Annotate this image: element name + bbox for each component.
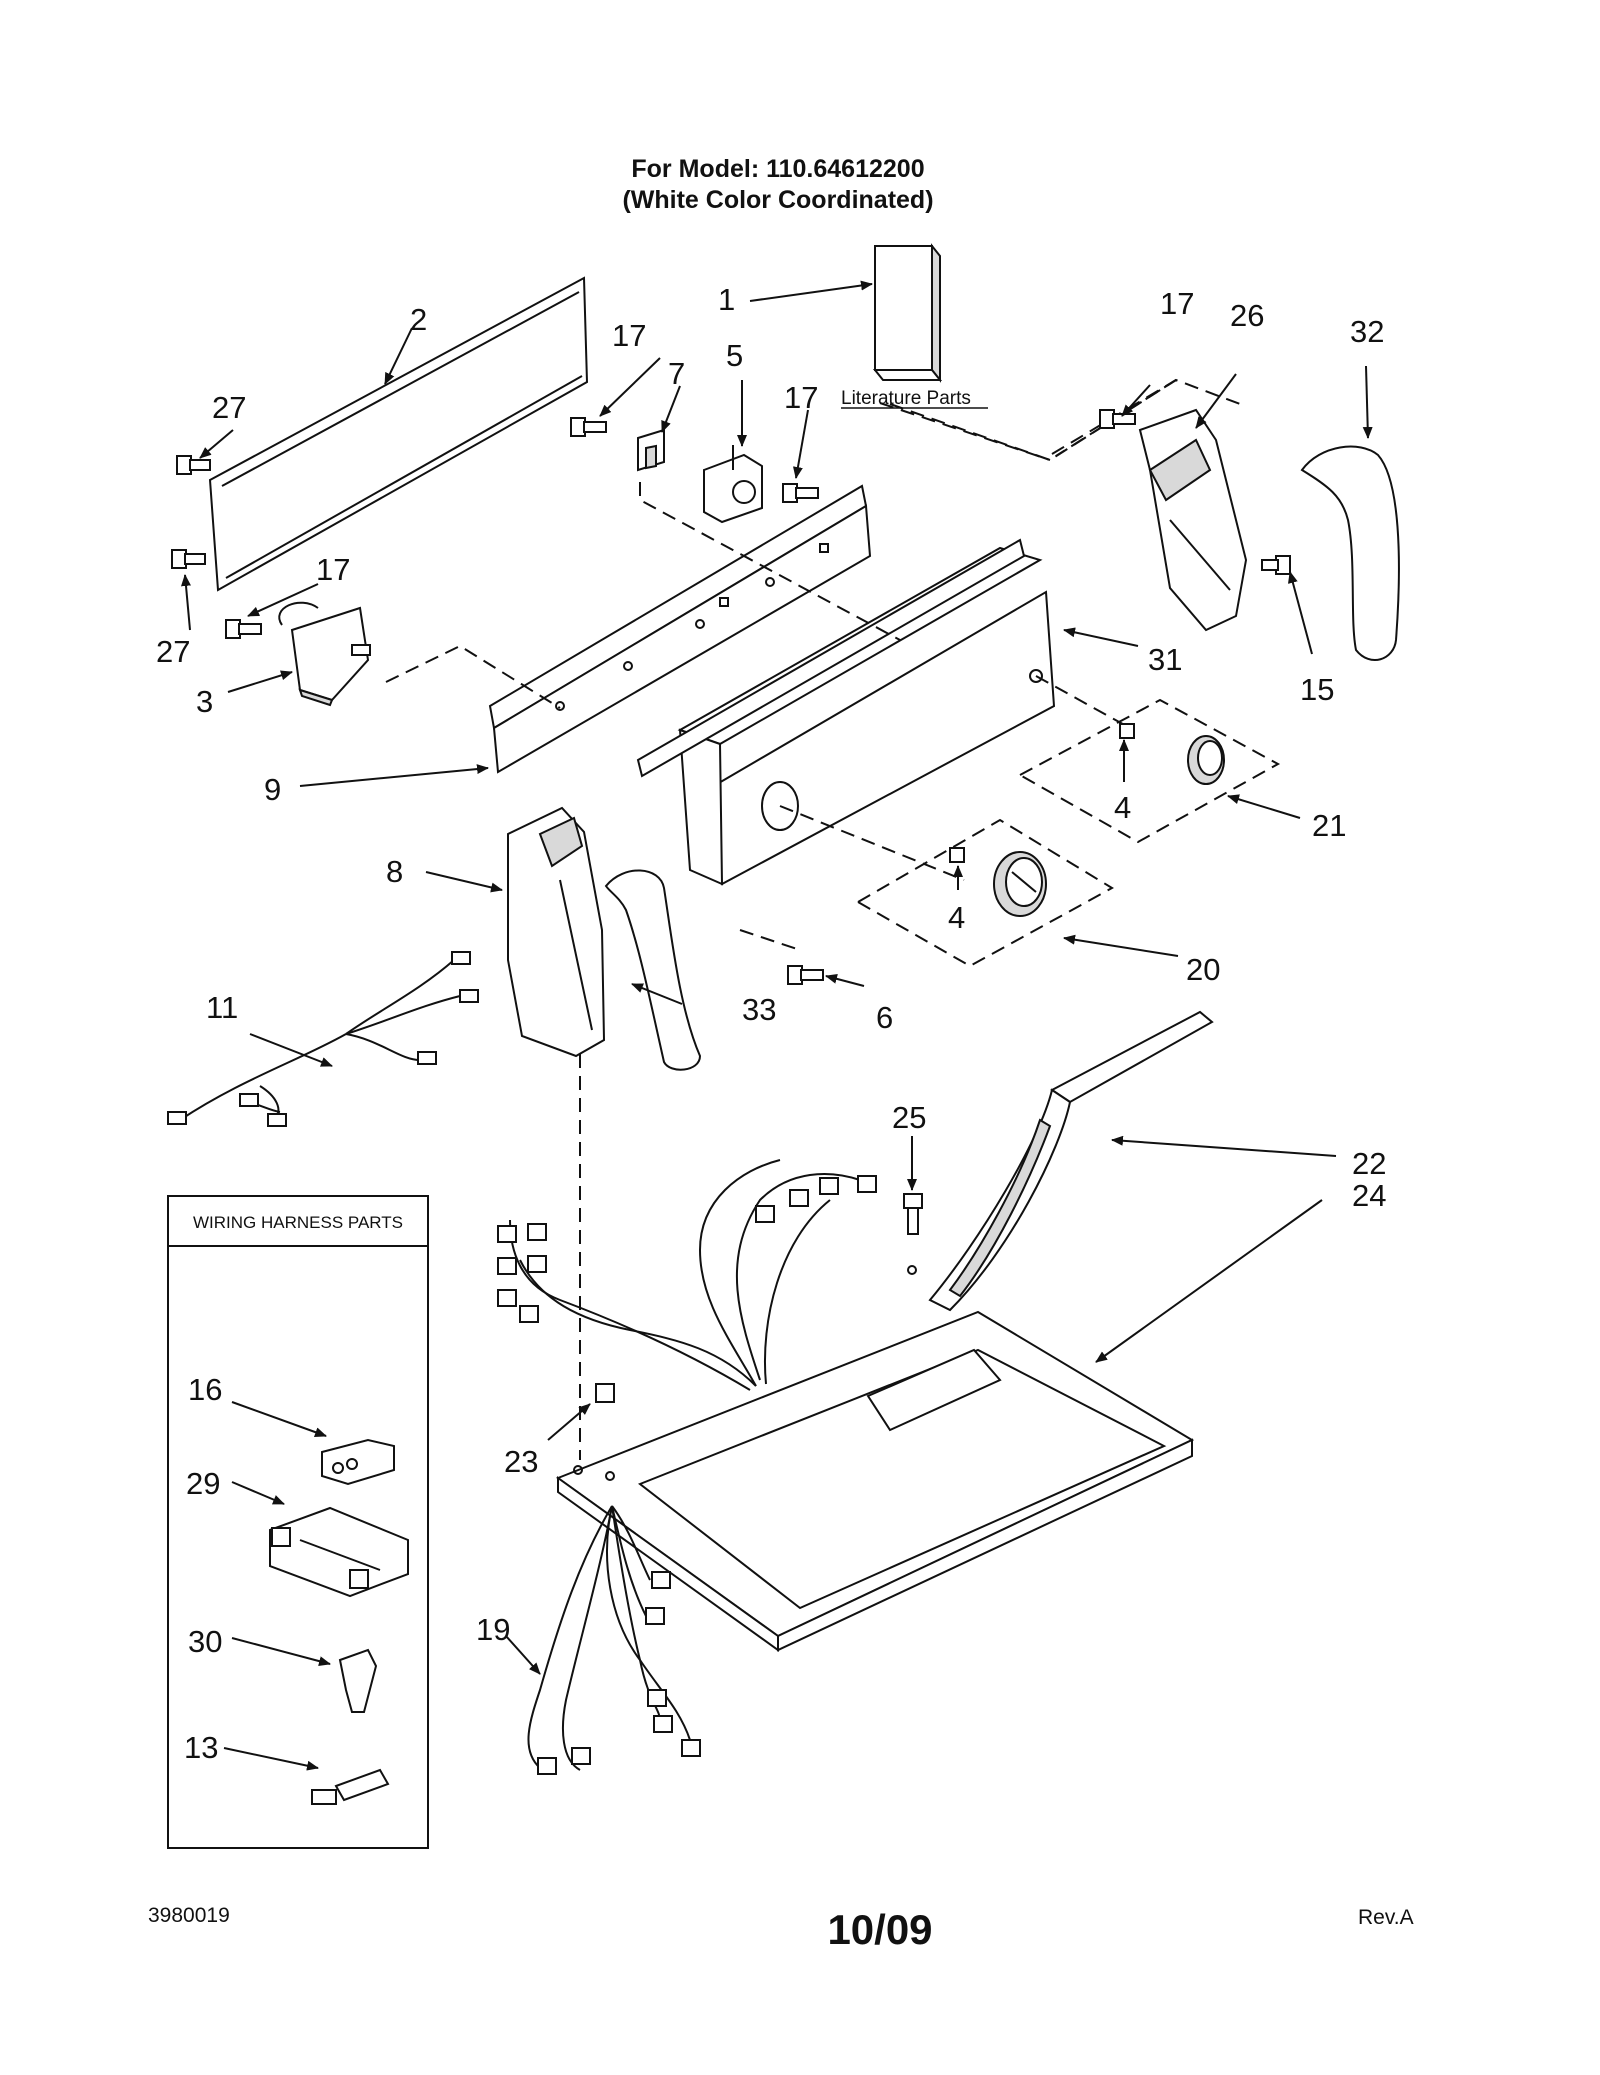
assembly-line-e <box>385 644 561 709</box>
callout-32: 32 <box>1350 314 1384 349</box>
clip-23 <box>595 1383 615 1403</box>
knob-box-20 <box>855 818 1114 968</box>
assembly-line-f <box>1035 675 1131 729</box>
top-panel <box>555 1265 1195 1652</box>
wire-bundle-upper <box>497 1159 877 1391</box>
rear-panel <box>208 276 589 592</box>
callout-29: 29 <box>186 1466 220 1501</box>
wire-harness-11 <box>167 951 479 1127</box>
callout-4-upper: 4 <box>1114 790 1131 825</box>
terminal-13 <box>311 1768 390 1805</box>
callout-23: 23 <box>504 1444 538 1479</box>
screw-27-upper <box>176 455 211 475</box>
callout-13: 13 <box>184 1730 218 1765</box>
wire-harness-19 <box>527 1505 701 1775</box>
end-cap-right <box>507 806 606 1058</box>
callout-30: 30 <box>188 1624 222 1659</box>
leader-arrows <box>181 280 1373 1771</box>
wiring-harness-box-title: WIRING HARNESS PARTS <box>193 1213 403 1232</box>
screw-27-lower <box>171 549 206 569</box>
literature-parts-label: Literature Parts <box>841 388 971 409</box>
callout-3: 3 <box>196 684 213 719</box>
screw-17-console <box>782 483 819 503</box>
terminal-clip-30 <box>338 1648 378 1713</box>
document-number: 3980019 <box>148 1904 230 1927</box>
callout-21: 21 <box>1312 808 1346 843</box>
connector-16 <box>321 1438 395 1486</box>
revision-label: Rev.A <box>1358 1906 1414 1929</box>
callout-22: 22 <box>1352 1146 1386 1181</box>
callout-33: 33 <box>742 992 776 1027</box>
assembly-line-h <box>739 929 801 951</box>
callout-11: 11 <box>206 990 238 1025</box>
callout-7: 7 <box>668 356 685 391</box>
callout-17-a: 17 <box>612 318 646 353</box>
switch-part <box>278 601 371 707</box>
wiring-harness-box <box>167 1195 429 1849</box>
screw-17-endcap <box>1099 409 1136 429</box>
color-subtitle: (White Color Coordinated) <box>622 186 933 214</box>
callout-31: 31 <box>1148 642 1182 677</box>
assembly-line-d <box>879 402 1051 461</box>
callout-9: 9 <box>264 772 281 807</box>
callout-4-lower: 4 <box>948 900 965 935</box>
end-cap-trim-left <box>604 869 702 1071</box>
callout-19: 19 <box>476 1612 510 1647</box>
callout-24: 24 <box>1352 1178 1386 1213</box>
end-cap-trim-right <box>1300 445 1400 661</box>
control-component <box>703 445 763 524</box>
lint-screen <box>928 1010 1214 1312</box>
callout-15: 15 <box>1300 672 1334 707</box>
callout-27-upper: 27 <box>212 390 246 425</box>
callout-17-c: 17 <box>316 552 350 587</box>
callout-8: 8 <box>386 854 403 889</box>
end-cap-left <box>1138 408 1248 632</box>
callout-labels: 1 2 27 27 17 7 5 17 17 3 9 8 11 17 26 32… <box>156 282 1386 1765</box>
callout-27-lower: 27 <box>156 634 190 669</box>
connector-29 <box>269 1506 409 1598</box>
callout-20: 20 <box>1186 952 1220 987</box>
screw-25 <box>903 1193 923 1235</box>
screw-6 <box>787 965 824 985</box>
console-panel <box>636 538 1056 886</box>
knob-timer <box>993 851 1047 917</box>
screw-17-switch <box>225 619 262 639</box>
knob-clip-lower <box>949 847 965 863</box>
knob-round <box>1187 735 1225 785</box>
screw-17-clip <box>570 417 607 437</box>
callout-1: 1 <box>718 282 735 317</box>
callout-25: 25 <box>892 1100 926 1135</box>
knob-box-21 <box>1017 698 1281 844</box>
callout-16: 16 <box>188 1372 222 1407</box>
assembly-line-g <box>779 805 965 881</box>
literature-booklet <box>872 243 943 383</box>
assembly-line-a <box>639 482 901 641</box>
callout-17-b: 17 <box>784 380 818 415</box>
knob-clip-upper <box>1119 723 1135 739</box>
screw-15 <box>1261 555 1291 575</box>
callout-6: 6 <box>876 1000 893 1035</box>
callout-2: 2 <box>410 302 427 337</box>
clip-part <box>637 428 665 472</box>
callout-17-d: 17 <box>1160 286 1194 321</box>
model-title: For Model: 110.64612200 <box>631 155 924 183</box>
console-bracket <box>488 484 872 774</box>
callout-5: 5 <box>726 338 743 373</box>
revision-date: 10/09 <box>827 1906 932 1953</box>
callout-26: 26 <box>1230 298 1264 333</box>
